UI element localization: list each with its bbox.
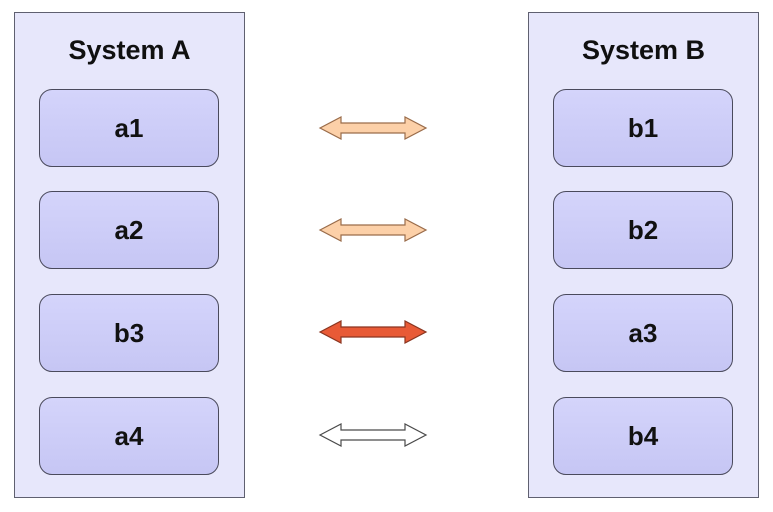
double-arrow-icon [318,116,428,140]
double-arrow-icon [318,218,428,242]
system-a-panel: System A a1 a2 b3 a4 [14,12,245,498]
system-a-item-2: a2 [39,191,219,269]
system-b-title: System B [581,35,706,65]
system-a-item-4: a4 [39,397,219,475]
double-arrow-icon [318,423,428,447]
system-b-item-1: b1 [553,89,733,167]
system-b-panel: System B b1 b2 a3 b4 [528,12,759,498]
system-b-item-4: b4 [553,397,733,475]
system-a-title: System A [68,35,191,65]
system-b-item-3: a3 [553,294,733,372]
system-a-item-3: b3 [39,294,219,372]
double-arrow-icon [318,320,428,344]
system-b-item-2: b2 [553,191,733,269]
system-a-item-1: a1 [39,89,219,167]
